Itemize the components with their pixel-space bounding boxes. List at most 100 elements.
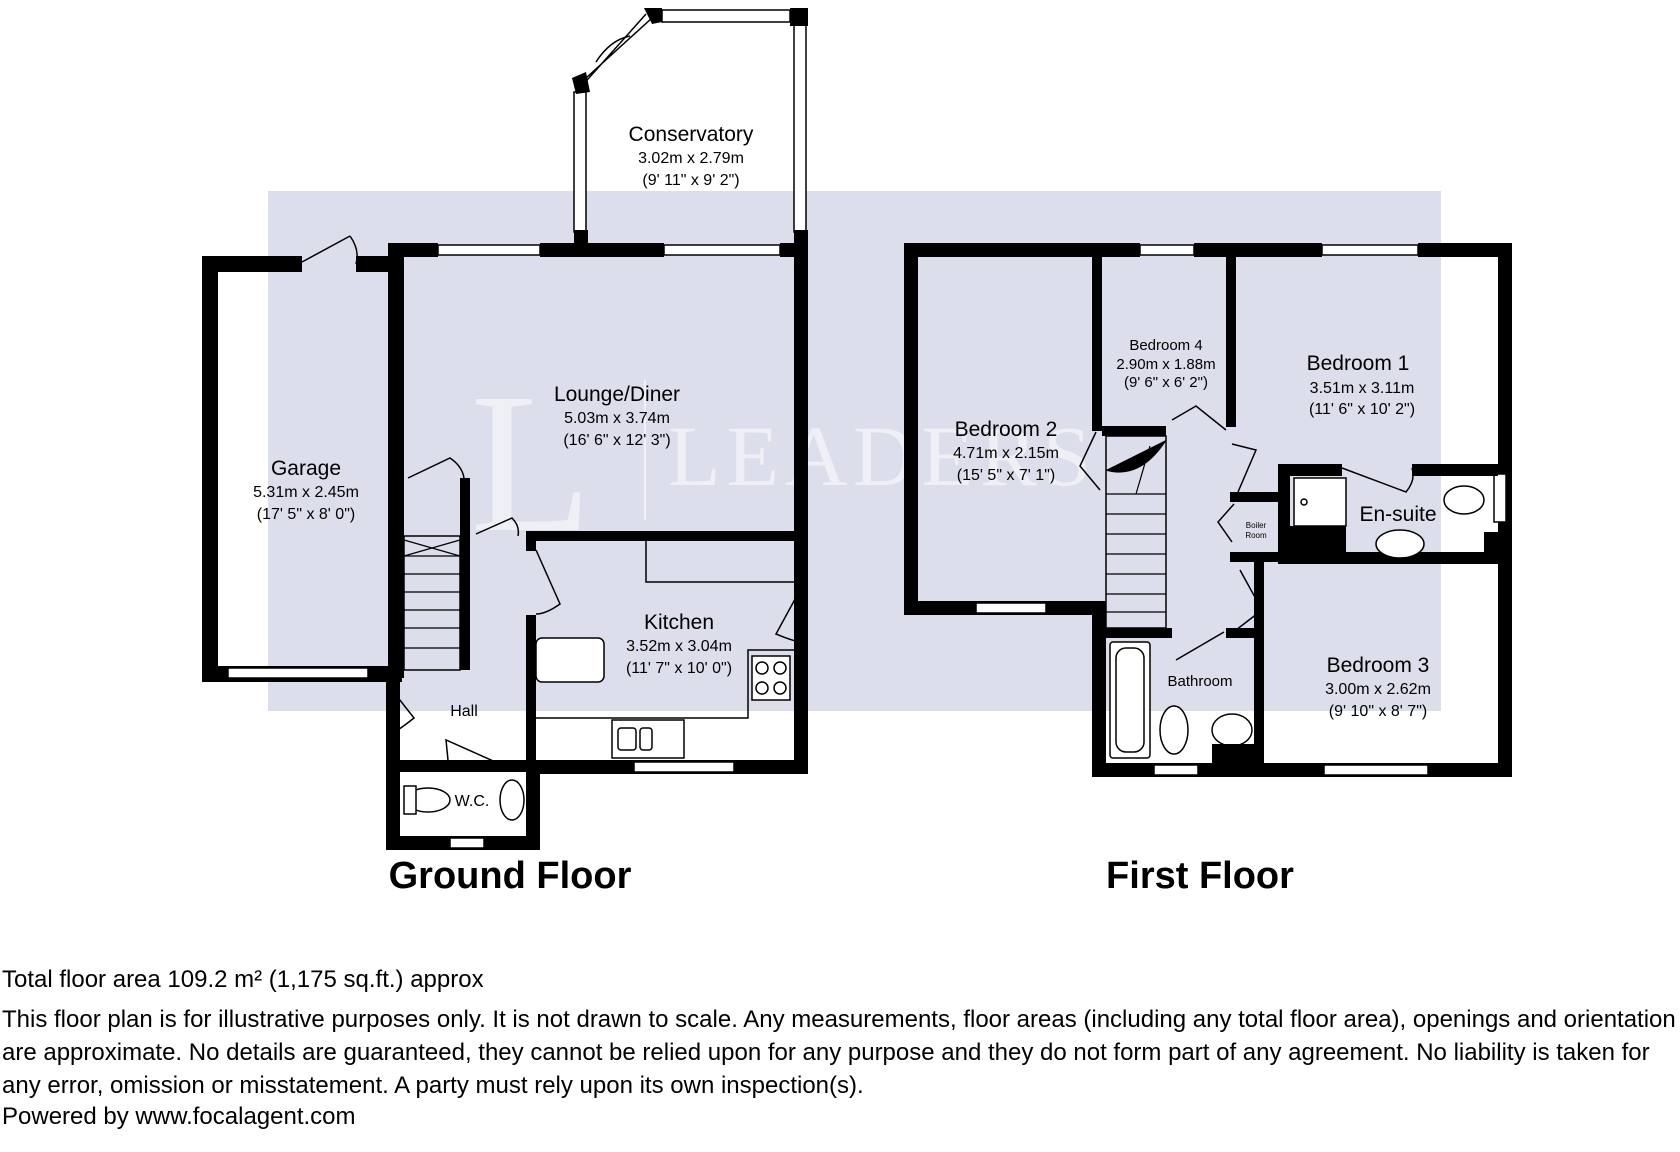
- bedroom1-window: [1321, 244, 1419, 256]
- kitchen-imperial: (11' 7" x 10' 0"): [626, 660, 732, 677]
- bedroom2-window: [975, 602, 1047, 614]
- ensuite-window: [1493, 473, 1507, 523]
- bedroom2-wall-right: [1092, 243, 1102, 431]
- wc-window: [449, 837, 485, 849]
- hob-ring: [773, 661, 787, 675]
- conservatory-metric: 3.02m x 2.79m: [638, 150, 744, 167]
- bedroom1-imperial: (11' 6" x 10' 2"): [1309, 401, 1415, 418]
- shower-tray: [1293, 477, 1347, 527]
- ff-wall-left: [904, 243, 918, 615]
- kitchen-wall-top: [526, 531, 808, 541]
- bedroom3-imperial: (9' 10" x 8' 7"): [1329, 703, 1427, 720]
- shower-base: [1290, 526, 1346, 552]
- conservatory-label: Conservatory: [629, 123, 754, 146]
- landing-wall: [1102, 426, 1166, 436]
- wc-wall-top: [386, 760, 546, 772]
- ff-stairs: [1105, 435, 1167, 629]
- garage-label: Garage: [271, 457, 341, 480]
- bedroom2-door-swing: [1079, 431, 1101, 491]
- ensuite-toilet: [1443, 485, 1485, 515]
- garage-side-door-swing: [301, 235, 358, 265]
- conservatory-corner-tl: [644, 8, 662, 24]
- kitchen-side-door: [774, 589, 801, 643]
- bedroom1-label: Bedroom 1: [1307, 352, 1410, 375]
- bathroom-wall-top-right: [1226, 628, 1264, 638]
- bathroom-door-swing: [1175, 631, 1225, 661]
- first-floor-plan: Bedroom 1 3.51m x 3.11m (11' 6" x 10' 2"…: [904, 243, 1512, 897]
- hob: [751, 655, 791, 701]
- bathroom-basin: [1211, 713, 1253, 747]
- boiler-wall-bottom: [1230, 552, 1278, 562]
- hob-ring: [755, 681, 769, 695]
- front-door-swing: [391, 689, 416, 735]
- boiler-door-swing: [1217, 503, 1235, 543]
- bedroom2-metric: 4.71m x 2.15m: [953, 445, 1059, 462]
- ff-stair-treads: [1105, 439, 1167, 613]
- bedroom4-metric: 2.90m x 1.88m: [1116, 356, 1215, 373]
- hob-ring: [755, 661, 769, 675]
- bedroom3-label: Bedroom 3: [1327, 654, 1430, 677]
- bathroom-basin-base: [1212, 744, 1254, 764]
- kitchen-counter-bottom: [536, 649, 794, 719]
- ensuite-label: En-suite: [1359, 503, 1436, 526]
- hob-ring: [773, 681, 787, 695]
- bedroom1-door-swing: [1231, 443, 1258, 493]
- lounge-door-swing: [407, 457, 465, 479]
- kitchen-wall-left: [526, 531, 536, 551]
- total-floor-area: Total floor area 109.2 m² (1,175 sq.ft.)…: [2, 966, 484, 993]
- ground-stair-treads: [403, 539, 461, 649]
- kitchen-door-swing: [535, 549, 561, 615]
- hall-label: Hall: [450, 703, 478, 720]
- wc-cistern: [403, 785, 417, 815]
- conservatory-post-right: [794, 230, 808, 244]
- lounge-imperial: (16' 6" x 12' 3"): [563, 432, 670, 449]
- lounge-label: Lounge/Diner: [554, 383, 680, 406]
- conservatory-corner-tr: [790, 8, 808, 26]
- kitchen-wall-left-lower: [526, 615, 536, 765]
- garage-wall-right: [388, 248, 404, 678]
- lounge-wall-top-left: [388, 243, 438, 257]
- bedroom4-wall-right: [1226, 243, 1236, 427]
- bathroom-label: Bathroom: [1167, 673, 1232, 690]
- kitchen-island: [535, 637, 605, 683]
- conservatory-window-top: [661, 9, 791, 23]
- ff-wall-left-lower: [1092, 601, 1106, 777]
- garage-metric: 5.31m x 2.45m: [253, 484, 359, 501]
- sink-bowl: [639, 727, 653, 751]
- boiler-wall: [1230, 492, 1278, 502]
- bathroom-wall-top: [1106, 628, 1172, 638]
- conservatory-corner-bl: [572, 72, 590, 94]
- ensuite-door-swing: [1341, 467, 1414, 493]
- conservatory-window-left: [573, 91, 587, 233]
- lounge-wall-right: [794, 243, 808, 773]
- conservatory-imperial: (9' 11" x 9' 2"): [642, 172, 739, 189]
- bedroom2-imperial: (15' 5" x 7' 1"): [957, 467, 1055, 484]
- garage-wall-top-right: [356, 256, 396, 272]
- ensuite-basin: [1375, 529, 1425, 559]
- garage-wall-top-left: [202, 256, 302, 272]
- powered-by-link[interactable]: Powered by www.focalagent.com: [2, 1103, 356, 1130]
- hall-door-swing: [475, 517, 520, 537]
- ensuite-wall-left: [1278, 464, 1290, 564]
- first-floor-title: First Floor: [1106, 855, 1294, 897]
- shower-drain: [1300, 498, 1308, 506]
- lounge-wall-top-mid: [540, 243, 664, 257]
- bathroom-window: [1153, 764, 1199, 776]
- watermark-text: LEADERS: [668, 408, 1097, 504]
- bath-inner: [1115, 647, 1145, 753]
- ff-wall-top-right: [1418, 243, 1512, 257]
- patio-door: [663, 244, 781, 256]
- bedroom3-wall-left: [1254, 562, 1264, 772]
- disclaimer: This floor plan is for illustrative purp…: [2, 1006, 1676, 1099]
- wc-basin: [499, 779, 525, 821]
- garage-door-opening: [227, 667, 369, 679]
- ground-floor-title: Ground Floor: [389, 855, 632, 897]
- hall-wall-upper: [460, 478, 470, 670]
- ground-floor-plan: Conservatory 3.02m x 2.79m (9' 11" x 9' …: [202, 8, 808, 897]
- bath: [1109, 641, 1151, 759]
- wc-wall-right: [526, 760, 540, 850]
- lounge-metric: 5.03m x 3.74m: [564, 410, 670, 427]
- bedroom4-imperial: (9' 6" x 6' 2"): [1124, 374, 1208, 391]
- kitchen-metric: 3.52m x 3.04m: [626, 638, 732, 655]
- ff-wall-top-left: [904, 243, 1140, 257]
